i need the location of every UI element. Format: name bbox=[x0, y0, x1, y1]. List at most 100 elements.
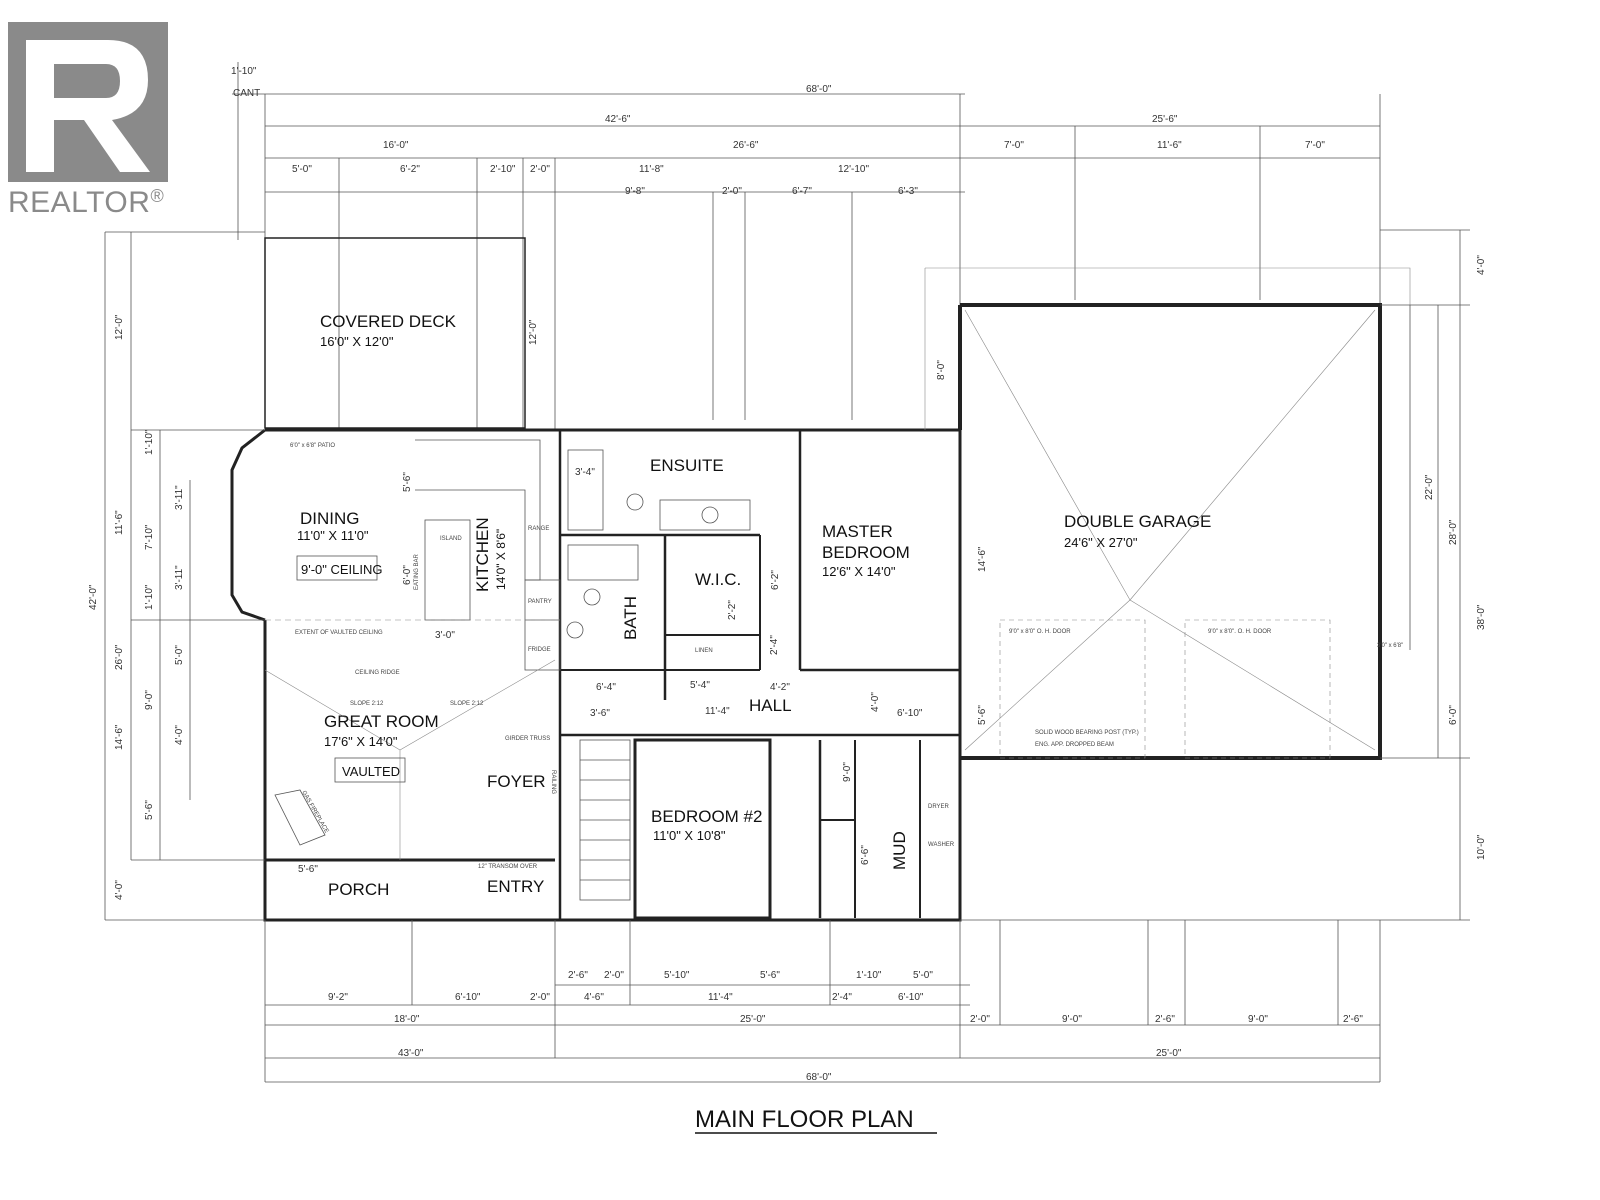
notes-range-text: RANGE bbox=[528, 526, 549, 532]
dims-bottom-r1e-text: 1'-10" bbox=[856, 970, 882, 981]
dims-bottom-r3g-text: 2'-6" bbox=[1343, 1014, 1363, 1025]
covered-deck-size: 16'0" X 12'0" bbox=[320, 334, 394, 349]
bedroom2-size: 11'0" X 10'8" bbox=[653, 828, 726, 843]
notes-fridge-text: FRIDGE bbox=[528, 647, 551, 653]
top-dimension-texts: 1'-10" CANT 68'-0" 42'-6" 25'-6" 16'-0" … bbox=[231, 66, 1325, 197]
right-dimension-lines bbox=[960, 229, 1470, 921]
dims-bottom-r3e-text: 2'-6" bbox=[1155, 1014, 1175, 1025]
dims-top-cant-text: 1'-10" bbox=[231, 66, 257, 77]
dims-bottom-r3f-text: 9'-0" bbox=[1248, 1014, 1268, 1025]
dims-bottom-r3b-text: 25'-0" bbox=[740, 1014, 766, 1025]
dims-top-c1-text: 5'-0" bbox=[292, 164, 312, 175]
garage-size: 24'6" X 27'0" bbox=[1064, 535, 1138, 550]
dims-left-overall-text: 42'-0" bbox=[88, 584, 99, 610]
master-label-line1: MASTER bbox=[822, 522, 893, 541]
dims-inner-wic-a-text: 6'-2" bbox=[770, 570, 781, 590]
bedroom2-label: BEDROOM #2 bbox=[651, 807, 762, 826]
dims-top-d1-text: 9'-8" bbox=[625, 186, 645, 197]
notes-range-eating-text: EATING BAR bbox=[414, 553, 420, 590]
kitchen-label: KITCHEN bbox=[473, 517, 492, 592]
dims-left-b5-text: 5'-6" bbox=[144, 800, 155, 820]
dims-top-d3-text: 6'-7" bbox=[792, 186, 812, 197]
dining-label: DINING bbox=[300, 509, 360, 528]
porch-label: PORCH bbox=[328, 880, 389, 899]
dims-right-r4-text: 38'-0" bbox=[1476, 604, 1487, 630]
dims-inner-hall-a-text: 6'-4" bbox=[596, 682, 616, 693]
notes-door1-text: 9'0" x 8'0" O. H. DOOR bbox=[1009, 629, 1071, 635]
dims-bottom-r2d-text: 4'-6" bbox=[584, 992, 604, 1003]
dining-ceiling: 9'-0" CEILING bbox=[301, 562, 383, 577]
kitchen-size: 14'0" X 8'6" bbox=[494, 529, 508, 590]
dims-right-r1-text: 4'-0" bbox=[1476, 255, 1487, 275]
dims-right-r6-text: 10'-0" bbox=[1476, 834, 1487, 860]
dims-left-b3-text: 1'-10" bbox=[144, 584, 155, 610]
bottom-dimension-lines bbox=[264, 920, 1381, 1083]
dims-top-d4-text: 6'-3" bbox=[898, 186, 918, 197]
dims-inner-porch-a-text: 5'-6" bbox=[298, 864, 318, 875]
dims-inner-garage-gap-text: 8'-0" bbox=[936, 360, 947, 380]
master-label-line2: BEDROOM bbox=[822, 543, 910, 562]
dims-bottom-r1d-text: 5'-6" bbox=[760, 970, 780, 981]
dims-inner-wic-b-text: 2'-2" bbox=[727, 600, 738, 620]
dims-inner-din-w-text: 3'-0" bbox=[435, 630, 455, 641]
dims-top-b1-text: 16'-0" bbox=[383, 140, 409, 151]
dims-left-c1-text: 3'-11" bbox=[174, 485, 185, 510]
dims-bottom-r1c-text: 5'-10" bbox=[664, 970, 690, 981]
notes-slope2-text: SLOPE 2:12 bbox=[450, 701, 484, 707]
great-room-size: 17'6" X 14'0" bbox=[324, 734, 398, 749]
plan-title: MAIN FLOOR PLAN bbox=[695, 1106, 914, 1133]
dims-bottom-r2a-text: 9'-2" bbox=[328, 992, 348, 1003]
notes-bearing-text: SOLID WOOD BEARING POST (TYP.) bbox=[1035, 730, 1139, 736]
notes-girder-text: GIRDER TRUSS bbox=[505, 736, 550, 742]
registered-mark: ® bbox=[150, 186, 165, 206]
dims-inner-mud-a-text: 9'-0" bbox=[842, 762, 853, 782]
dims-left-a1-text: 11'-6" bbox=[114, 510, 125, 535]
dims-inner-deck-side-text: 12'-0" bbox=[528, 319, 539, 345]
dims-top-a2-text: 25'-6" bbox=[1152, 114, 1178, 125]
dims-inner-garage-side-text: 5'-6" bbox=[977, 705, 988, 725]
notes-eng-beam-text: ENG. APP. DROPPED BEAM bbox=[1035, 742, 1114, 748]
dims-right-r5-text: 6'-0" bbox=[1448, 705, 1459, 725]
master-size: 12'6" X 14'0" bbox=[822, 564, 896, 579]
notes-transom-text: 12" TRANSOM OVER bbox=[478, 864, 538, 870]
dims-bottom-r2g-text: 6'-10" bbox=[898, 992, 924, 1003]
inner-dimension-texts: 12'-0" 8'-0" 14'-6" 5'-6" 5'-6" 6'-0" 3'… bbox=[298, 319, 988, 875]
ensuite-label: ENSUITE bbox=[650, 456, 724, 475]
foyer-label: FOYER bbox=[487, 772, 546, 791]
bottom-dimension-texts: 2'-6" 2'-0" 5'-10" 5'-6" 1'-10" 5'-0" 9'… bbox=[328, 970, 1363, 1083]
dims-top-overall-text: 68'-0" bbox=[806, 84, 832, 95]
wic-label: W.I.C. bbox=[695, 570, 741, 589]
dims-top-c3-text: 2'-10" bbox=[490, 164, 516, 175]
dining-ceiling-box bbox=[296, 555, 378, 581]
notes-garage-door-text: 3'0" x 6'8" bbox=[1377, 643, 1403, 649]
dims-bottom-r2e-text: 11'-4" bbox=[708, 992, 733, 1003]
notes-linen-text: LINEN bbox=[695, 648, 713, 654]
dims-top-b2-text: 26'-6" bbox=[733, 140, 759, 151]
dims-bottom-r4b-text: 25'-0" bbox=[1156, 1048, 1182, 1059]
entry-label: ENTRY bbox=[487, 877, 544, 896]
left-dimension-texts: 42'-0" 12'-0" 11'-6" 26'-0" 14'-6" 4'-0"… bbox=[88, 314, 185, 900]
dims-left-a4-text: 4'-0" bbox=[114, 880, 125, 900]
dims-top-b5-text: 7'-0" bbox=[1305, 140, 1325, 151]
dims-top-a1-text: 42'-6" bbox=[605, 114, 631, 125]
dims-inner-hall-b-text: 5'-4" bbox=[690, 680, 710, 691]
vaulted-box bbox=[334, 757, 406, 783]
dims-left-c4-text: 4'-0" bbox=[174, 725, 185, 745]
right-dimension-texts: 4'-0" 22'-0" 28'-0" 38'-0" 6'-0" 10'-0" bbox=[1424, 255, 1487, 860]
dims-bottom-r3a-text: 18'-0" bbox=[394, 1014, 420, 1025]
dims-top-cant-label-text: CANT bbox=[233, 88, 260, 99]
dims-top-c5-text: 11'-8" bbox=[639, 164, 664, 175]
dims-right-r2-text: 22'-0" bbox=[1424, 474, 1435, 500]
notes-patio-text: 6'0" x 6'8" PATIO bbox=[290, 443, 335, 449]
notes-door2-text: 9'0" x 8'0". O. H. DOOR bbox=[1208, 629, 1272, 635]
realtor-wordmark: REALTOR bbox=[8, 186, 151, 219]
hall-label: HALL bbox=[749, 696, 792, 715]
notes-fireplace-text: GAS FIREPLACE bbox=[300, 790, 329, 834]
notes-washer-text: WASHER bbox=[928, 842, 955, 848]
dims-left-b2-text: 7'-10" bbox=[144, 524, 155, 550]
covered-deck-label: COVERED DECK bbox=[320, 312, 457, 331]
dims-bottom-overall-text: 68'-0" bbox=[806, 1072, 832, 1083]
dims-left-b1-text: 1'-10" bbox=[144, 429, 155, 455]
realtor-r-logo-icon bbox=[8, 22, 168, 182]
dims-bottom-r2c-text: 2'-0" bbox=[530, 992, 550, 1003]
